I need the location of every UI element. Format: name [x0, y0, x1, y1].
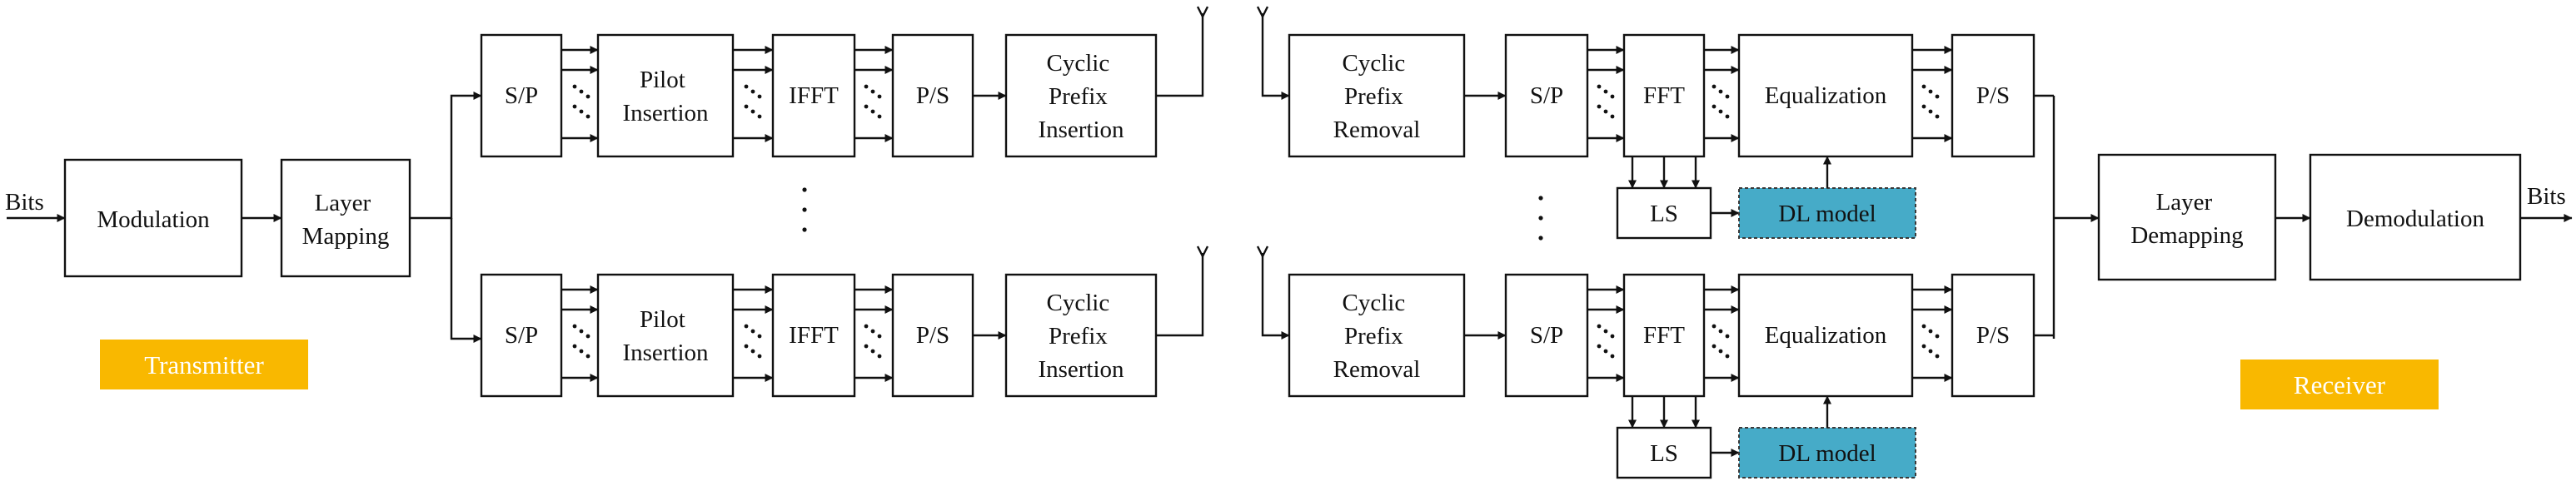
ls-label: LS [1650, 201, 1678, 227]
branch-upper: S/P Pilot Insertion IFFT P/S [480, 6, 2054, 240]
layer-to-upper-branch-arrow [410, 92, 482, 220]
dl-model-block [1738, 187, 1916, 239]
dl-model-block [1738, 427, 1916, 479]
rx-antenna-feed [1261, 253, 1290, 340]
pilot-insertion-label: Pilot Insertion [622, 67, 709, 126]
transmitter-tag-label: Transmitter [144, 350, 264, 379]
cp-removal-label: Cyclic Prefix Removal [1333, 290, 1421, 383]
rx-sp-ellipsis [1597, 324, 1615, 359]
dl-model-label: DL model [1778, 440, 1876, 467]
tx-sp-block [480, 273, 563, 398]
rx-sp-block [1504, 273, 1589, 398]
receiver-tag [2240, 360, 2439, 409]
ifft-block [771, 33, 856, 158]
pilot-ellipsis [744, 324, 762, 359]
rx-sp-block [1504, 33, 1589, 158]
tx-ps-block [891, 33, 974, 158]
tx-sp-label: S/P [505, 82, 538, 109]
rx-ps-label: P/S [1976, 322, 2010, 349]
rx-branch-ellipsis [1538, 196, 1543, 241]
ifft-ellipsis [864, 324, 882, 359]
dl-model-label: DL model [1778, 201, 1876, 227]
receiver-tag-label: Receiver [2294, 370, 2386, 399]
rx-ps-block [1951, 273, 2035, 398]
cp-insertion-label: Cyclic Prefix Insertion [1038, 50, 1124, 143]
cp-insertion-label: Cyclic Prefix Insertion [1038, 290, 1124, 383]
ifft-ellipsis [864, 84, 882, 119]
equalization-label: Equalization [1765, 322, 1887, 349]
tx-antenna-icon [1196, 245, 1209, 259]
fft-block [1622, 33, 1706, 158]
modulation-label: Modulation [97, 206, 210, 233]
transmitter-front-end: Bits Modulation Layer Mapping Transmitte… [5, 92, 482, 389]
ls-block [1616, 426, 1712, 479]
fft-ellipsis [1712, 84, 1730, 119]
pilot-insertion-block [596, 273, 735, 398]
tx-antenna-feed [1156, 13, 1204, 97]
cp-insertion-block [1004, 273, 1158, 398]
eq-ellipsis [1921, 84, 1940, 119]
tx-sp-label: S/P [505, 322, 538, 349]
equalization-label: Equalization [1765, 82, 1887, 109]
tx-sp-ellipsis [572, 84, 590, 119]
pilot-insertion-block [596, 33, 735, 158]
tx-antenna-feed [1156, 253, 1204, 337]
rx-sp-label: S/P [1530, 322, 1563, 349]
equalization-block [1737, 273, 1914, 398]
rx-antenna-feed [1261, 13, 1290, 100]
input-bits-label: Bits [5, 189, 44, 216]
tx-ps-label: P/S [916, 82, 949, 109]
transmitter-tag [100, 340, 308, 389]
rx-sp-label: S/P [1530, 82, 1563, 109]
pilot-ellipsis [744, 84, 762, 119]
tx-ps-block [891, 273, 974, 398]
fft-block [1622, 273, 1706, 398]
tx-ps-label: P/S [916, 322, 949, 349]
receiver-back-end: Layer Demapping Demodulation Bits Receiv… [2052, 96, 2573, 409]
fft-label: FFT [1643, 322, 1685, 349]
demodulation-label: Demodulation [2346, 206, 2484, 232]
tx-branch-ellipsis [802, 187, 807, 232]
rx-sp-ellipsis [1597, 84, 1615, 119]
ifft-label: IFFT [789, 322, 839, 349]
output-bits-label: Bits [2527, 183, 2566, 210]
cp-removal-block [1288, 273, 1466, 398]
layer-to-lower-branch-arrow [450, 218, 482, 343]
ls-label: LS [1650, 440, 1678, 467]
layer-demapping-block [2097, 153, 2277, 281]
rx-ps-block [1951, 33, 2035, 158]
tx-sp-block [480, 33, 563, 158]
branch-lower: S/P Pilot Insertion IFFT P/S [480, 245, 2054, 479]
equalization-block [1737, 33, 1914, 158]
ifft-block [771, 273, 856, 398]
cp-insertion-block [1004, 33, 1158, 158]
cp-removal-label: Cyclic Prefix Removal [1333, 50, 1421, 143]
layer-mapping-block [280, 158, 411, 278]
fft-label: FFT [1643, 82, 1685, 109]
layer-mapping-label: Layer Mapping [302, 190, 390, 250]
cp-removal-block [1288, 33, 1466, 158]
eq-ellipsis [1921, 324, 1940, 359]
ifft-label: IFFT [789, 82, 839, 109]
tx-sp-ellipsis [572, 324, 590, 359]
fft-ellipsis [1712, 324, 1730, 359]
pilot-insertion-label: Pilot Insertion [622, 306, 709, 366]
rx-ps-label: P/S [1976, 82, 2010, 109]
ls-block [1616, 186, 1712, 240]
layer-demapping-label: Layer Demapping [2130, 189, 2243, 249]
tx-antenna-icon [1196, 6, 1209, 19]
